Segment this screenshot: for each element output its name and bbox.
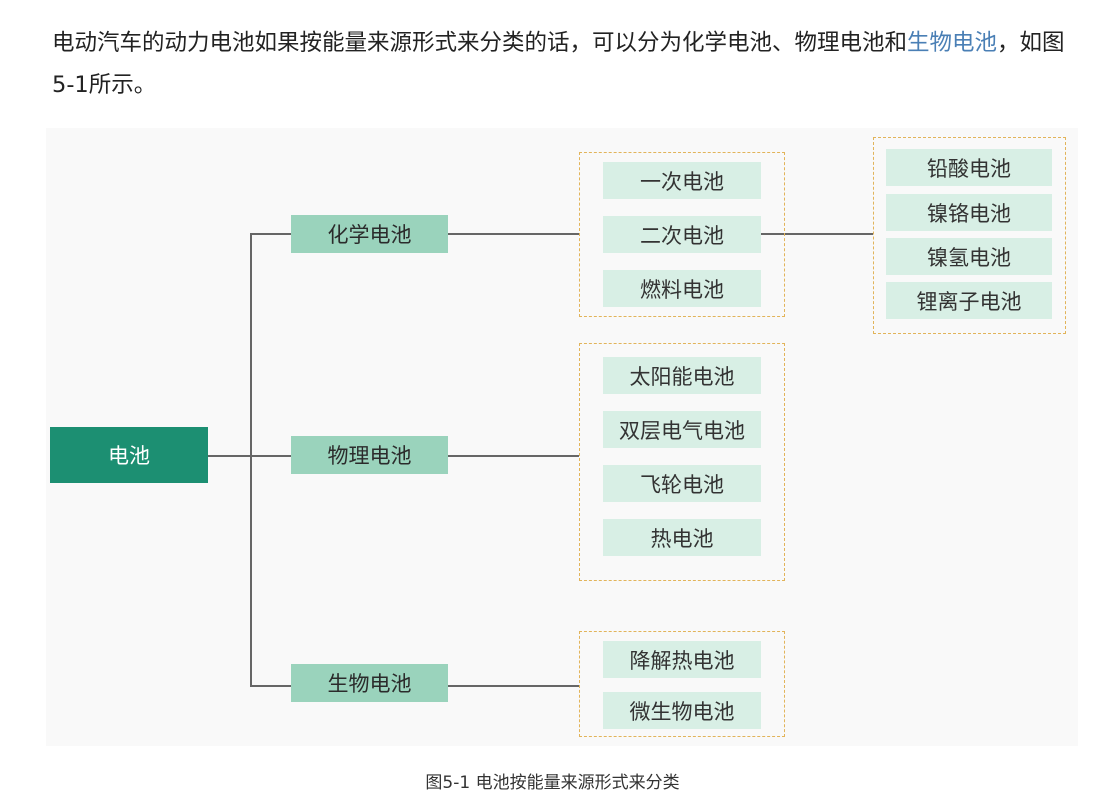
biological-type-node: 微生物电池 — [603, 692, 761, 729]
biological-types-group — [579, 631, 785, 737]
physical-type-node: 热电池 — [603, 519, 761, 556]
connector-root-trunk — [208, 455, 250, 457]
biological-battery-link[interactable]: 生物电池 — [907, 30, 998, 56]
battery-classification-diagram: 电池 化学电池 物理电池 生物电池 一次电池 二次电池 燃料电池 铅酸电池 镍铬… — [46, 128, 1078, 746]
connector-trunk-biological — [250, 685, 292, 687]
secondary-types-group — [873, 137, 1066, 334]
intro-paragraph: 电动汽车的动力电池如果按能量来源形式来分类的话，可以分为化学电池、物理电池和生物… — [52, 22, 1082, 106]
connector-secondary-group — [761, 233, 873, 235]
category-node-chemical: 化学电池 — [291, 215, 448, 253]
figure-caption: 图5-1 电池按能量来源形式来分类 — [425, 773, 680, 793]
connector-physical-group — [448, 455, 579, 457]
physical-types-group — [579, 343, 785, 581]
secondary-type-node: 镍铬电池 — [886, 194, 1052, 231]
secondary-type-node: 锂离子电池 — [886, 282, 1052, 319]
physical-type-node: 太阳能电池 — [603, 357, 761, 394]
connector-biological-group — [448, 685, 579, 687]
biological-type-node: 降解热电池 — [603, 641, 761, 678]
physical-type-node: 双层电气电池 — [603, 411, 761, 448]
chemical-types-group — [579, 152, 785, 317]
category-node-biological: 生物电池 — [291, 664, 448, 702]
connector-trunk-vertical — [250, 233, 252, 685]
intro-text-before: 电动汽车的动力电池如果按能量来源形式来分类的话，可以分为化学电池、物理电池和 — [52, 30, 908, 56]
connector-chemical-group — [448, 233, 579, 235]
chemical-type-node: 一次电池 — [603, 162, 761, 199]
intro-text-after: ，如图5-1所示。 — [52, 30, 1065, 98]
secondary-type-node: 镍氢电池 — [886, 238, 1052, 275]
root-node-battery: 电池 — [50, 427, 208, 483]
chemical-type-node: 燃料电池 — [603, 270, 761, 307]
connector-trunk-physical — [250, 455, 292, 457]
secondary-type-node: 铅酸电池 — [886, 149, 1052, 186]
chemical-type-node: 二次电池 — [603, 216, 761, 253]
physical-type-node: 飞轮电池 — [603, 465, 761, 502]
category-node-physical: 物理电池 — [291, 436, 448, 474]
connector-trunk-chemical — [250, 233, 292, 235]
